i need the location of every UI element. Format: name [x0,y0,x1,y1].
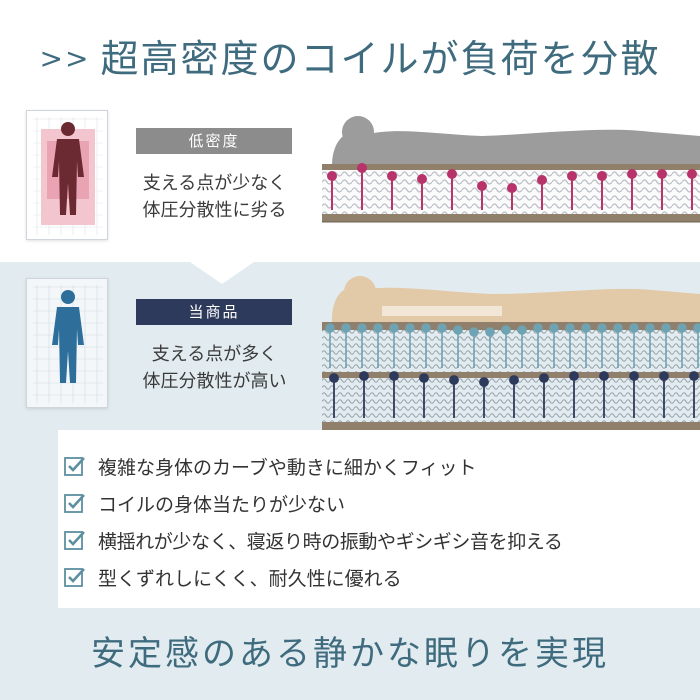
feature-list: 複雑な身体のカーブや動きに細かくフィット コイルの身体当たりが少ない 横揺れが少… [58,430,700,608]
bottom-tagline: 安定感のある静かな眠りを実現 [91,634,609,674]
chevron-double-right-icon: >> [39,42,91,75]
checkbox-check-icon [64,568,85,587]
feature-item: 複雑な身体のカーブや動きに細かくフィット [64,452,476,480]
feature-item: 型くずれしにくく、耐久性に優れる [64,563,402,591]
title-text: 超高密度のコイルが負荷を分散 [100,37,661,81]
page-title: >> 超高密度のコイルが負荷を分散 [0,28,700,88]
feature-item: コイルの身体当たりが少ない [64,489,345,517]
low-density-tag: 低密度 [136,128,292,154]
this-product-tag: 当商品 [136,299,292,325]
section-notch [190,262,254,284]
body-pressure-low-icon [26,110,108,240]
low-density-mattress-illustration [322,106,700,226]
low-density-description: 支える点が少なく 体圧分散性に劣る [142,173,287,221]
checkbox-check-icon [64,531,85,550]
body-pressure-high-icon [26,278,108,408]
this-product-mattress-illustration [322,272,700,442]
feature-item: 横揺れが少なく、寝返り時の振動やギシギシ音を抑える [64,526,563,554]
checkbox-check-icon [64,457,85,476]
checkbox-check-icon [64,494,85,513]
this-product-description: 支える点が多く 体圧分散性が高い [142,344,287,392]
